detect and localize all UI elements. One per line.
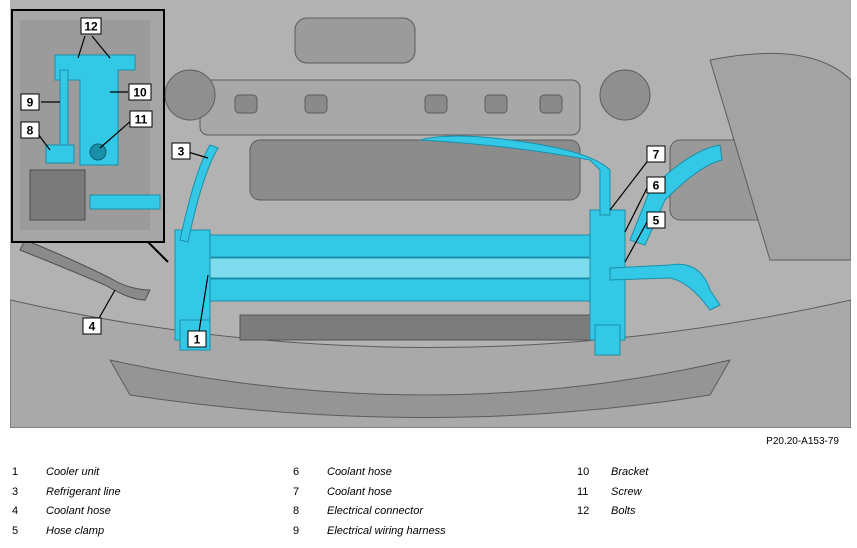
legend-item: 3 Refrigerant line xyxy=(12,486,121,506)
legend-number: 7 xyxy=(293,485,300,498)
legend-number: 3 xyxy=(12,485,19,498)
legend-item: 1 Cooler unit xyxy=(12,466,121,486)
legend-number: 11 xyxy=(577,485,589,498)
legend-number: 9 xyxy=(293,524,300,537)
inset-detail xyxy=(11,9,169,263)
legend-label: Cooler unit xyxy=(46,466,100,478)
callout-7: 7 xyxy=(646,145,666,163)
svg-text:8: 8 xyxy=(27,124,34,138)
callout-8: 8 xyxy=(20,121,40,139)
legend-number: 8 xyxy=(293,505,300,517)
legend-label: Coolant hose xyxy=(327,485,392,498)
legend-item: 9 Electrical wiring harness xyxy=(293,525,446,545)
svg-text:6: 6 xyxy=(653,179,660,193)
legend-label: Bracket xyxy=(611,466,649,478)
legend-label: Hose clamp xyxy=(46,524,105,537)
coolant-hose-5 xyxy=(609,263,721,311)
legend-number: 10 xyxy=(577,466,590,478)
engine-bay-illustration: 12 10 9 11 8 xyxy=(10,0,851,428)
svg-text:11: 11 xyxy=(135,113,148,127)
callout-4: 4 xyxy=(82,317,102,335)
callout-9: 9 xyxy=(20,93,40,111)
legend-item: 6 Coolant hose xyxy=(293,466,446,486)
leader-lines xyxy=(97,151,651,339)
legend-item: 12 Bolts xyxy=(577,505,648,525)
legend-item: 11 Screw xyxy=(577,486,648,506)
legend-label: Refrigerant line xyxy=(46,485,121,498)
cooler-removal-figure: 12 10 9 11 8 xyxy=(10,0,851,428)
legend-item: 4 Coolant hose xyxy=(12,505,121,525)
callout-12: 12 xyxy=(80,17,102,35)
svg-text:10: 10 xyxy=(133,86,147,100)
cooler-unit-core xyxy=(184,257,616,279)
legend-number: 4 xyxy=(12,505,19,517)
legend-item: 10 Bracket xyxy=(577,466,648,486)
highlighted-parts xyxy=(174,135,723,356)
grille xyxy=(239,314,621,341)
callout-10: 10 xyxy=(128,83,152,101)
callout-11: 11 xyxy=(129,110,153,128)
callout-5: 5 xyxy=(646,211,666,229)
svg-text:12: 12 xyxy=(84,20,98,34)
coolant-hose-4 xyxy=(19,239,151,301)
callouts: 12 10 9 11 8 xyxy=(20,17,666,348)
callout-6: 6 xyxy=(646,176,666,194)
legend-label: Electrical wiring harness xyxy=(327,524,446,537)
bumper-lower-lip xyxy=(109,359,732,418)
legend-number: 5 xyxy=(12,524,19,537)
svg-text:9: 9 xyxy=(27,96,34,110)
legend-item: 7 Coolant hose xyxy=(293,486,446,506)
cooler-unit-top-rail xyxy=(174,234,626,258)
legend-label: Electrical connector xyxy=(327,505,423,517)
legend-number: 12 xyxy=(577,505,590,517)
legend-item: 8 Electrical connector xyxy=(293,505,446,525)
refrigerant-line-3 xyxy=(179,144,219,243)
inset-electrical-connector xyxy=(45,144,75,164)
legend-number: 1 xyxy=(12,466,19,478)
svg-text:1: 1 xyxy=(194,333,201,347)
figure-reference-code: P20.20-A153-79 xyxy=(766,436,839,447)
svg-text:4: 4 xyxy=(89,320,96,334)
legend-label: Coolant hose xyxy=(46,505,111,517)
svg-text:7: 7 xyxy=(653,148,660,162)
legend-label: Bolts xyxy=(611,505,636,517)
legend-label: Screw xyxy=(611,485,642,498)
cooler-unit-bottom-rail xyxy=(174,278,626,302)
svg-text:5: 5 xyxy=(653,214,660,228)
legend-item: 5 Hose clamp xyxy=(12,525,121,545)
callout-3: 3 xyxy=(171,142,191,160)
legend-column-3: 10 Bracket 11 Screw 12 Bolts xyxy=(577,466,648,525)
svg-text:3: 3 xyxy=(178,145,185,159)
callout-1: 1 xyxy=(187,330,207,348)
legend-number: 6 xyxy=(293,466,300,478)
inset-screw xyxy=(89,143,107,161)
coolant-hose-7 xyxy=(419,135,611,216)
legend-label: Coolant hose xyxy=(327,466,392,478)
legend-column-1: 1 Cooler unit 3 Refrigerant line 4 Coolant … xyxy=(12,466,121,544)
